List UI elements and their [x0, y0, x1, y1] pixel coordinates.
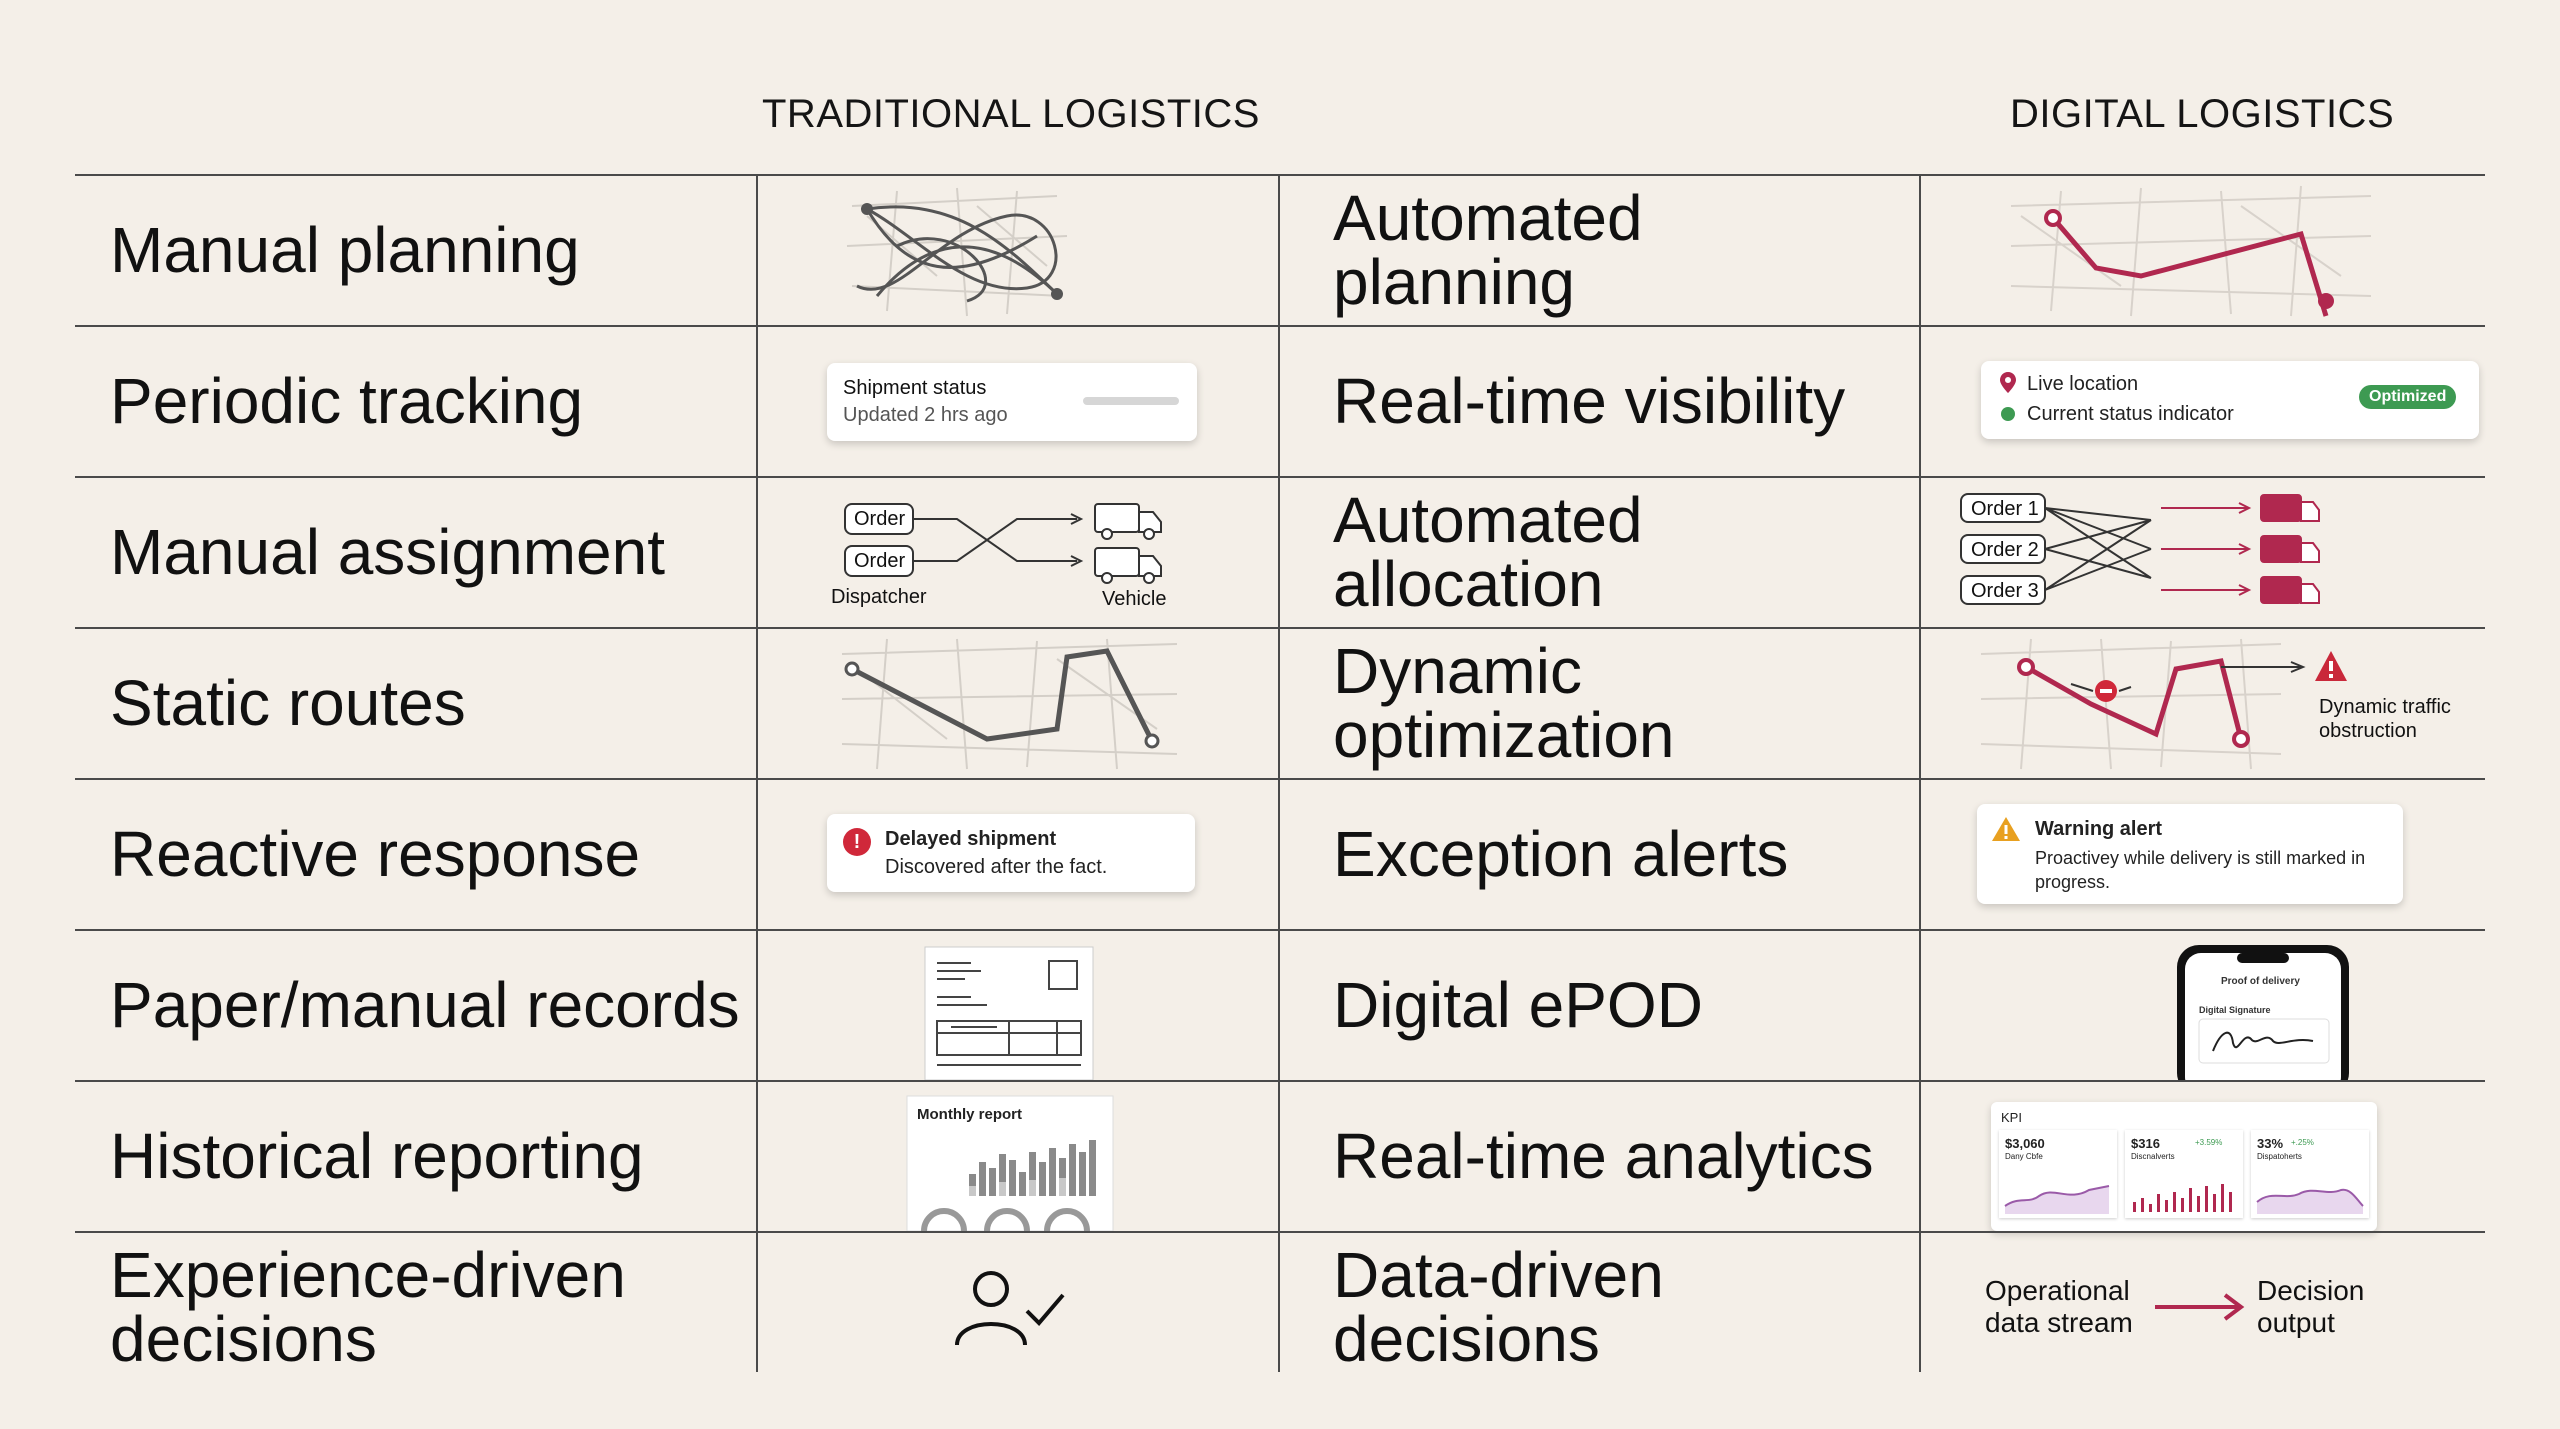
label-static-routes: Static routes — [110, 667, 466, 739]
comparison-table: Manual planning Automated planning — [75, 174, 2485, 1382]
divider — [1919, 174, 1921, 1372]
digital-header: DIGITAL LOGISTICS — [2010, 92, 2395, 136]
warning-alert-card: Warning alert Proactivey while delivery … — [1977, 804, 2403, 904]
label-historical-reporting: Historical reporting — [110, 1120, 644, 1192]
kpi-card: $316 +3.59% Discnalverts — [2125, 1130, 2243, 1218]
label-real-time-analytics: Real-time analytics — [1333, 1120, 1874, 1192]
shipment-status-cell: Shipment status Updated 2 hrs ago — [757, 327, 1277, 476]
delayed-shipment-subtitle: Discovered after the fact. — [885, 856, 1108, 878]
dynamic-obstruction-label: Dynamic traffic obstruction — [2319, 696, 2451, 742]
kpi-label: Dispatoherts — [2257, 1152, 2302, 1161]
monthly-report-cell: Monthly report — [757, 1082, 1277, 1231]
status-dot-icon — [2001, 407, 2015, 421]
kpi-label: Discnalverts — [2131, 1152, 2175, 1161]
paper-form-cell — [757, 931, 1277, 1080]
row-reporting: Historical reporting Real-time analytics — [75, 1080, 2485, 1231]
label-reactive-response: Reactive response — [110, 818, 641, 890]
monthly-report-title: Monthly report — [917, 1106, 1022, 1123]
label-manual-planning: Manual planning — [110, 214, 580, 286]
label-automated-planning: Automated planning — [1333, 182, 1643, 318]
kpi-delta: +3.59% — [2195, 1138, 2223, 1147]
order-2-label: Order 2 — [1971, 539, 2039, 561]
order-label: Order — [854, 508, 906, 530]
order-label: Order — [854, 550, 906, 572]
kpi-value: 33% — [2257, 1136, 2284, 1151]
shipment-status-subtitle: Updated 2 hrs ago — [843, 404, 1008, 426]
kpi-dashboard-card: KPI $3,060 Dany Cbfe $316 +3.59% Discnal… — [1991, 1102, 2377, 1231]
row-planning: Manual planning Automated planning — [75, 174, 2485, 325]
row-decisions: Experience-driven decisions Data-driven … — [75, 1231, 2485, 1382]
label-periodic-tracking: Periodic tracking — [110, 365, 584, 437]
order-1-label: Order 1 — [1971, 498, 2039, 520]
person-check-icon — [955, 1271, 1065, 1346]
live-location-card: Live location Current status indicator O… — [1981, 361, 2479, 439]
dispatcher-label: Dispatcher — [831, 586, 927, 608]
automated-planning-map — [1921, 176, 2485, 325]
decision-flow-cell: Operational data stream Decision output — [1921, 1233, 2485, 1382]
status-indicator-text: Current status indicator — [2027, 403, 2234, 425]
kpi-title: KPI — [2001, 1110, 2022, 1125]
digital-signature-label: Digital Signature — [2199, 1005, 2271, 1015]
divider — [756, 174, 758, 1372]
label-experience-driven: Experience-driven decisions — [110, 1239, 626, 1375]
location-pin-icon — [2000, 372, 2016, 393]
label-digital-epod: Digital ePOD — [1333, 969, 1703, 1041]
row-records: Paper/manual records Digital ePOD — [75, 929, 2485, 1080]
shipment-status-title: Shipment status — [843, 377, 987, 399]
manual-assignment-diagram: Order Order Dispatcher Vehicle — [757, 478, 1277, 627]
phone-icon — [2177, 945, 2349, 1080]
row-assignment: Manual assignment Automated allocation O… — [75, 476, 2485, 627]
label-automated-allocation: Automated allocation — [1333, 484, 1643, 620]
bar-chart-icon — [906, 1095, 1114, 1231]
order-3-label: Order 3 — [1971, 580, 2039, 602]
error-icon: ! — [843, 828, 871, 856]
optimized-badge: Optimized — [2359, 385, 2457, 409]
warning-alert-title: Warning alert — [2035, 818, 2163, 840]
divider — [1278, 174, 1280, 1372]
kpi-card: 33% +.25% Dispatoherts — [2251, 1130, 2369, 1218]
paper-form-icon — [924, 946, 1094, 1080]
kpi-card: $3,060 Dany Cbfe — [1999, 1130, 2117, 1218]
kpi-value: $316 — [2131, 1136, 2160, 1151]
row-response: Reactive response Exception alerts ! Del… — [75, 778, 2485, 929]
live-location-text: Live location — [2027, 373, 2139, 395]
warning-alert-subtitle: Proactivey while delivery is still marke… — [2035, 848, 2366, 892]
automated-allocation-diagram: Order 1 Order 2 Order 3 — [1921, 478, 2485, 627]
delayed-shipment-cell: ! Delayed shipment Discovered after the … — [757, 780, 1277, 929]
delayed-shipment-title: Delayed shipment — [885, 828, 1057, 850]
label-paper-records: Paper/manual records — [110, 969, 740, 1041]
epod-title: Proof of delivery — [2221, 976, 2300, 987]
label-data-driven: Data-driven decisions — [1333, 1239, 1664, 1375]
warning-alert-cell: Warning alert Proactivey while delivery … — [1921, 780, 2485, 929]
shipment-status-card: Shipment status Updated 2 hrs ago — [827, 363, 1197, 441]
label-manual-assignment: Manual assignment — [110, 516, 665, 588]
arrow-right-icon — [2155, 1293, 2245, 1321]
progress-bar — [1083, 397, 1179, 405]
static-route-map — [757, 629, 1277, 778]
label-real-time-visibility: Real-time visibility — [1333, 365, 1846, 437]
kpi-delta: +.25% — [2291, 1138, 2314, 1147]
vehicle-label: Vehicle — [1102, 588, 1167, 610]
manual-planning-map — [757, 176, 1277, 325]
epod-phone-cell: Proof of delivery Digital Signature — [1921, 931, 2485, 1080]
kpi-label: Dany Cbfe — [2005, 1152, 2043, 1161]
dynamic-route-map: Dynamic traffic obstruction — [1921, 629, 2485, 778]
delayed-shipment-card: ! Delayed shipment Discovered after the … — [827, 814, 1195, 892]
row-tracking: Periodic tracking Real-time visibility S… — [75, 325, 2485, 476]
traditional-header: TRADITIONAL LOGISTICS — [762, 92, 1260, 136]
kpi-value: $3,060 — [2005, 1136, 2045, 1151]
operational-data-stream-label: Operational data stream — [1985, 1275, 2133, 1338]
label-dynamic-optimization: Dynamic optimization — [1333, 635, 1675, 771]
label-exception-alerts: Exception alerts — [1333, 818, 1789, 890]
live-location-cell: Live location Current status indicator O… — [1921, 327, 2485, 476]
warning-icon — [1992, 817, 2020, 841]
kpi-dashboard-cell: KPI $3,060 Dany Cbfe $316 +3.59% Discnal… — [1921, 1082, 2485, 1231]
row-routes: Static routes Dynamic optimization — [75, 627, 2485, 778]
person-check-cell — [757, 1233, 1277, 1382]
decision-output-label: Decision output — [2257, 1275, 2365, 1338]
